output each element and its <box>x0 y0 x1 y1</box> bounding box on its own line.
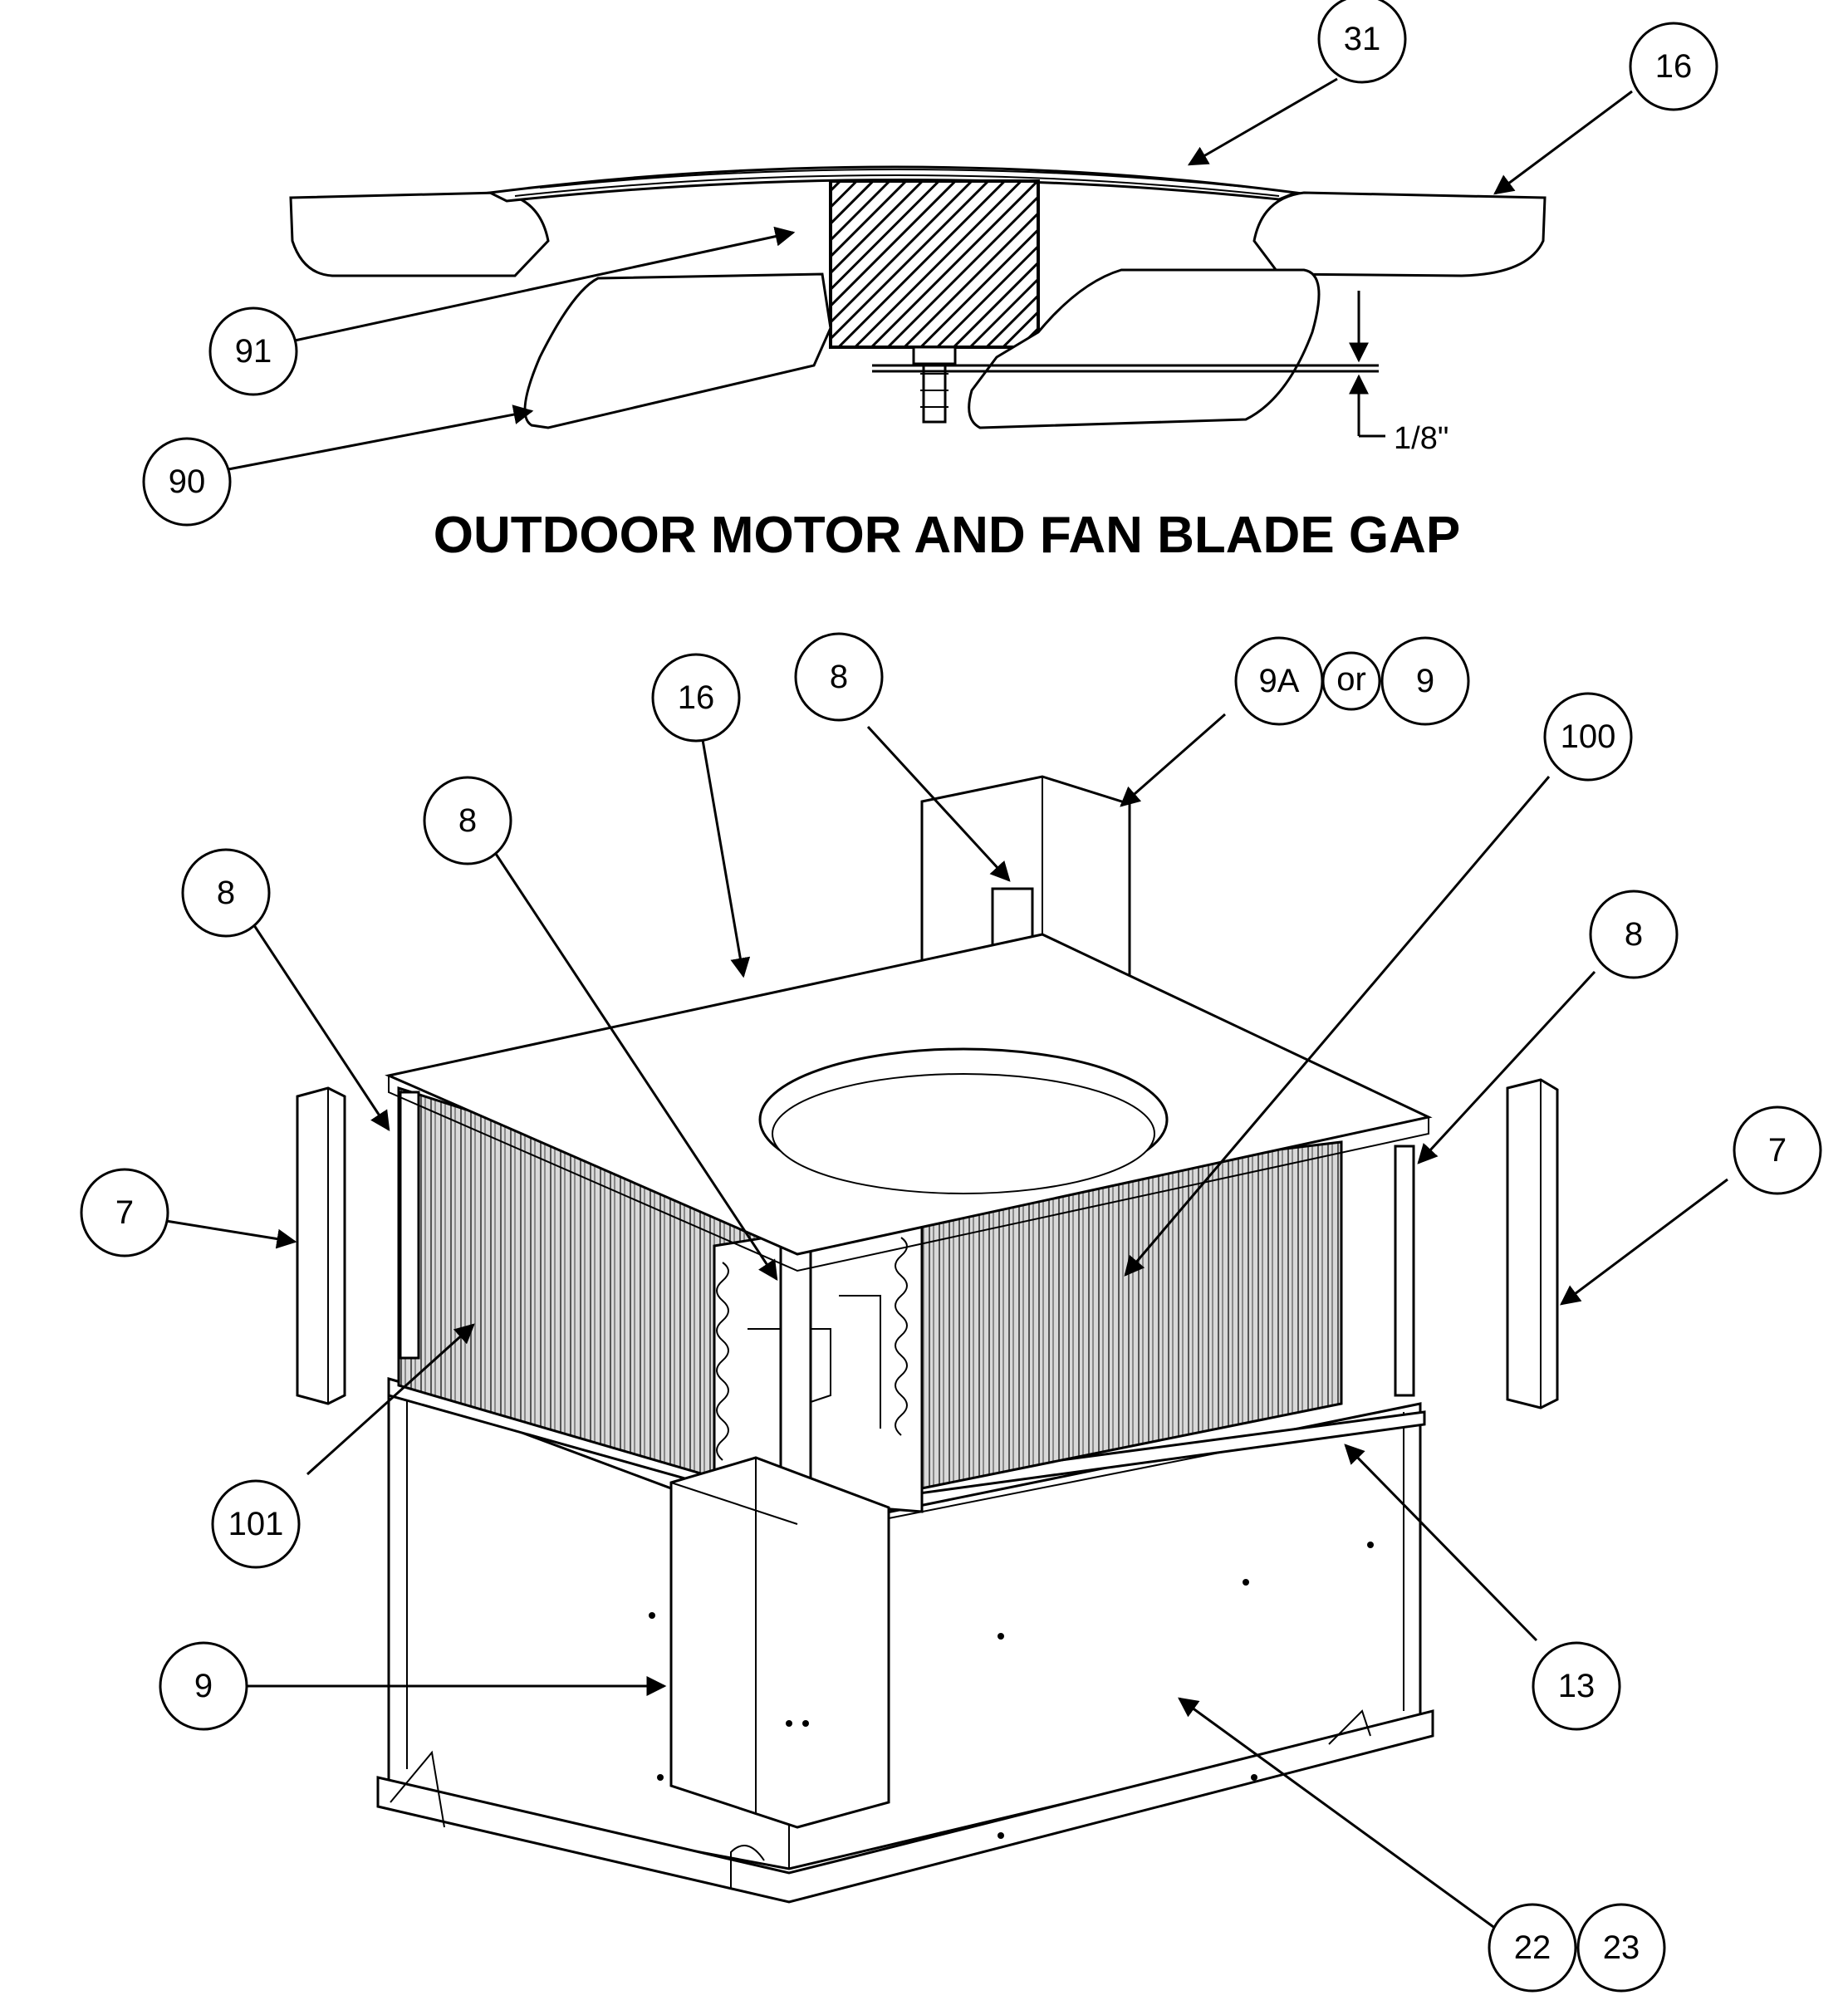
callout-90: 90 <box>142 437 232 527</box>
svg-text:9A: 9A <box>1259 663 1300 699</box>
svg-text:16: 16 <box>678 679 715 716</box>
control-box-front <box>669 1456 890 1829</box>
fan-blade-right <box>968 268 1321 429</box>
gap-dimension-label: 1/8" <box>1394 421 1448 456</box>
base-pan <box>376 1709 1434 1904</box>
svg-text:8: 8 <box>1625 916 1643 953</box>
callout-16-detail: 16 <box>1629 22 1718 111</box>
callout-16: 16 <box>651 653 741 743</box>
svg-text:31: 31 <box>1344 21 1381 57</box>
top-panel-section <box>289 191 550 277</box>
callout-9: 9 <box>159 1641 248 1731</box>
leader-lines <box>165 77 1728 1933</box>
svg-text:101: 101 <box>228 1506 284 1542</box>
svg-text:90: 90 <box>169 463 206 500</box>
detail-title: OUTDOOR MOTOR AND FAN BLADE GAP <box>434 507 1461 564</box>
svg-text:13: 13 <box>1558 1668 1596 1704</box>
callout-9-top: 9 <box>1380 636 1470 726</box>
callout-13: 13 <box>1532 1641 1621 1731</box>
svg-text:16: 16 <box>1655 48 1693 85</box>
callout-101: 101 <box>211 1479 301 1569</box>
svg-text:7: 7 <box>1768 1132 1787 1169</box>
corner-post-loose-right <box>1506 1078 1559 1409</box>
callout-or: or <box>1321 651 1381 711</box>
svg-text:8: 8 <box>830 659 848 695</box>
corner-post-loose-left <box>296 1086 346 1405</box>
svg-text:22: 22 <box>1514 1929 1551 1966</box>
svg-text:8: 8 <box>458 802 477 839</box>
svg-text:91: 91 <box>235 333 272 370</box>
svg-text:or: or <box>1336 661 1366 698</box>
corner-post-front <box>779 1219 812 1497</box>
fan-motor <box>829 179 1040 349</box>
svg-text:100: 100 <box>1561 718 1616 755</box>
corner-post-left <box>399 1091 420 1360</box>
fan-blade-left <box>523 272 832 429</box>
callout-8-left: 8 <box>181 848 271 938</box>
callout-9a: 9A <box>1234 636 1324 726</box>
callout-23: 23 <box>1576 1903 1666 1993</box>
svg-text:9: 9 <box>1416 663 1434 699</box>
svg-text:9: 9 <box>194 1668 213 1704</box>
svg-text:23: 23 <box>1603 1929 1640 1966</box>
svg-text:8: 8 <box>217 875 235 911</box>
callout-22: 22 <box>1488 1903 1577 1993</box>
unit-assembly <box>296 775 1559 1904</box>
callout-100: 100 <box>1543 692 1633 782</box>
corner-post-right <box>1394 1145 1415 1397</box>
callout-91: 91 <box>208 306 298 396</box>
callout-31: 31 <box>1317 0 1407 84</box>
callout-8-mid: 8 <box>423 776 512 865</box>
callout-7-right: 7 <box>1733 1105 1822 1195</box>
callout-7-left: 7 <box>80 1168 169 1257</box>
callout-8-right: 8 <box>1589 890 1679 979</box>
svg-text:7: 7 <box>115 1194 134 1231</box>
motor-fan-detail: 1/8" <box>289 165 1547 456</box>
callout-8-top: 8 <box>794 632 884 722</box>
